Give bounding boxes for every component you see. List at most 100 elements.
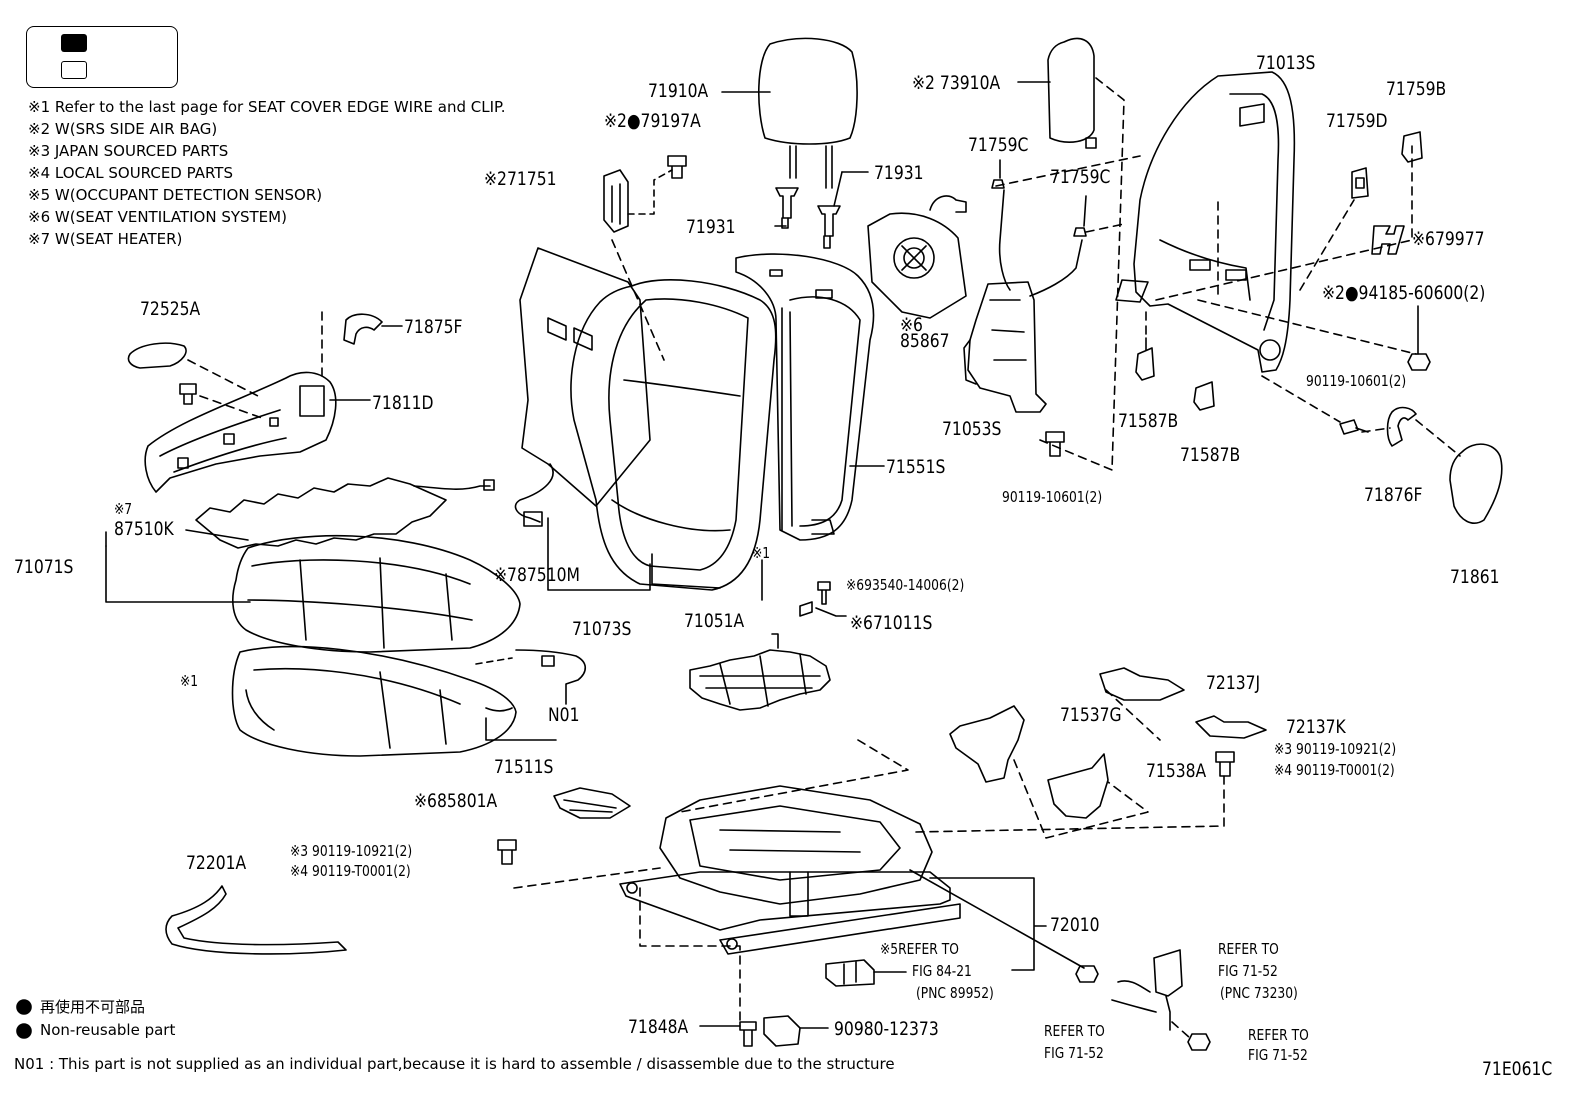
track-leader-lines bbox=[909, 869, 1085, 971]
part-label-71587b-left: 71587B bbox=[1118, 410, 1179, 432]
part-label-90119-10601-right: 90119-10601(2) bbox=[1306, 372, 1407, 390]
sensor-89952-part bbox=[825, 959, 907, 987]
note-3: ※3 JAPAN SOURCED PARTS bbox=[28, 142, 229, 160]
part-label-71931-right: 71931 bbox=[874, 162, 924, 184]
part-label-71073s: 71073S bbox=[572, 618, 632, 640]
bracket-71071s bbox=[105, 545, 251, 603]
nut-94185-part bbox=[1407, 305, 1431, 371]
nonreusable-jp-label: 再使用不可部品 bbox=[40, 998, 146, 1016]
note-7: ※7 W(SEAT HEATER) bbox=[28, 230, 183, 248]
refer-84-21-line2: FIG 84-21 bbox=[912, 962, 972, 980]
bolt-71848a-part bbox=[699, 1021, 757, 1047]
cover-71537g-part bbox=[949, 705, 1025, 783]
note-5: ※5 W(OCCUPANT DETECTION SENSOR) bbox=[28, 186, 323, 204]
part-label-87510k: 87510K bbox=[114, 518, 174, 540]
part-label-n01: N01 bbox=[548, 704, 580, 726]
part-label-72137j: 72137J bbox=[1206, 672, 1261, 694]
part-label-90119-t0001-left: ※4 90119-T0001(2) bbox=[290, 862, 411, 880]
wire-n01-part bbox=[475, 649, 587, 705]
bracket-71751-part bbox=[603, 169, 673, 361]
part-label-71759d: 71759D bbox=[1326, 110, 1388, 132]
part-label-71751: ※271751 bbox=[484, 168, 557, 190]
note-4: ※4 LOCAL SOURCED PARTS bbox=[28, 164, 233, 182]
cushion-pad-71511s-part bbox=[231, 645, 517, 757]
clip-71759d-part bbox=[1351, 167, 1369, 199]
part-label-79977: ※679977 bbox=[1412, 228, 1485, 250]
bolt-left-part bbox=[497, 839, 517, 865]
cushion-cover-71071s-part bbox=[232, 534, 521, 653]
shield-guide-lines bbox=[187, 311, 323, 419]
part-label-71071s: 71071S bbox=[14, 556, 74, 578]
nonreusable-dot-en bbox=[16, 1023, 32, 1039]
part-label-71538a: 71538A bbox=[1146, 760, 1207, 782]
note-1: ※1 Refer to the last page for SEAT COVER… bbox=[28, 98, 506, 116]
seatback-board-part bbox=[519, 247, 651, 507]
part-label-94185: ※2●94185-60600(2) bbox=[1322, 282, 1486, 304]
part-label-note1-right: ※1 bbox=[752, 544, 771, 562]
cover-71876f-part bbox=[1386, 406, 1417, 447]
cover-71861-part bbox=[1449, 443, 1503, 524]
refer-84-21-line1: ※5REFER TO bbox=[880, 940, 959, 958]
cover-72137k-part bbox=[1195, 715, 1267, 739]
part-label-90980-12373: 90980-12373 bbox=[834, 1018, 939, 1040]
part-label-71931-left: 71931 bbox=[686, 216, 736, 238]
spring-71051a-part bbox=[689, 559, 831, 711]
seatback-pad-part bbox=[735, 253, 885, 541]
refer-84-21-line3: (PNC 89952) bbox=[916, 984, 994, 1002]
refer-71-52-b-line1: REFER TO bbox=[1044, 1022, 1105, 1040]
part-label-71759b: 71759B bbox=[1386, 78, 1447, 100]
clip-71759c-part bbox=[991, 159, 1087, 297]
refer-71-52-a-line2: FIG 71-52 bbox=[1218, 962, 1278, 980]
sensor-85801a-part bbox=[553, 787, 631, 819]
part-label-72525a: 72525A bbox=[140, 298, 201, 320]
part-label-71013s: 71013S bbox=[1256, 52, 1316, 74]
part-label-71051a: 71051A bbox=[684, 610, 745, 632]
legend-filled-symbol bbox=[61, 34, 87, 52]
cap-90980-part bbox=[763, 1015, 829, 1047]
part-label-71537g: 71537G bbox=[1060, 704, 1122, 726]
part-label-85867: 85867 bbox=[900, 330, 950, 352]
part-label-85801a: ※685801A bbox=[414, 790, 498, 812]
part-label-93540: ※693540-14006(2) bbox=[846, 576, 965, 594]
refer-71-52-a-line3: (PNC 73230) bbox=[1220, 984, 1298, 1002]
legend-empty-symbol bbox=[61, 61, 87, 79]
cover-71538a-part bbox=[1047, 753, 1109, 819]
part-label-71811d: 71811D bbox=[372, 392, 434, 414]
clip-71759b-part bbox=[1401, 131, 1423, 163]
headrest-part bbox=[721, 37, 858, 189]
frame-guide-lines bbox=[995, 145, 1461, 457]
note-2: ※2 W(SRS SIDE AIR BAG) bbox=[28, 120, 218, 138]
screw-left-part bbox=[179, 383, 197, 405]
part-label-90119-10601-left: 90119-10601(2) bbox=[1002, 488, 1103, 506]
part-label-71587b-right: 71587B bbox=[1180, 444, 1241, 466]
refer-71-52-b-line2: FIG 71-52 bbox=[1044, 1044, 1104, 1062]
part-label-71910a: 71910A bbox=[648, 80, 709, 102]
part-label-72201a: 72201A bbox=[186, 852, 247, 874]
knob-72525a-part bbox=[127, 342, 187, 369]
part-label-87510k-tag: ※7 bbox=[114, 500, 133, 518]
part-label-71511s: 71511S bbox=[494, 756, 554, 778]
part-label-71848a: 71848A bbox=[628, 1016, 689, 1038]
part-label-71861: 71861 bbox=[1450, 566, 1500, 588]
nonreusable-en-label: Non-reusable part bbox=[40, 1021, 176, 1039]
refer-71-52-c-line2: FIG 71-52 bbox=[1248, 1046, 1308, 1064]
bracket-71587b-part bbox=[1135, 337, 1215, 411]
part-label-85867-tag: ※6 bbox=[900, 314, 923, 336]
footnote: N01 : This part is not supplied as an in… bbox=[14, 1055, 895, 1073]
part-label-90119-10921-right: ※3 90119-10921(2) bbox=[1274, 740, 1397, 758]
seatbelt-buckle-part bbox=[1075, 949, 1211, 1051]
seat-frame-72010-part bbox=[619, 785, 961, 955]
part-label-71053s: 71053S bbox=[942, 418, 1002, 440]
wire-72201a-part bbox=[165, 885, 347, 955]
refer-71-52-a-line1: REFER TO bbox=[1218, 940, 1279, 958]
heater-87510k-part bbox=[185, 477, 495, 549]
bracket-71511s bbox=[485, 717, 557, 741]
part-label-72137k: 72137K bbox=[1286, 716, 1346, 738]
note-6: ※6 W(SEAT VENTILATION SYSTEM) bbox=[28, 208, 287, 226]
bolt-right-part bbox=[1215, 751, 1235, 777]
lumbar-71053s-part bbox=[963, 281, 1047, 413]
vent-blower-85867-part bbox=[867, 195, 967, 319]
cover-71875f-part bbox=[343, 313, 403, 345]
part-label-71875f: 71875F bbox=[404, 316, 463, 338]
